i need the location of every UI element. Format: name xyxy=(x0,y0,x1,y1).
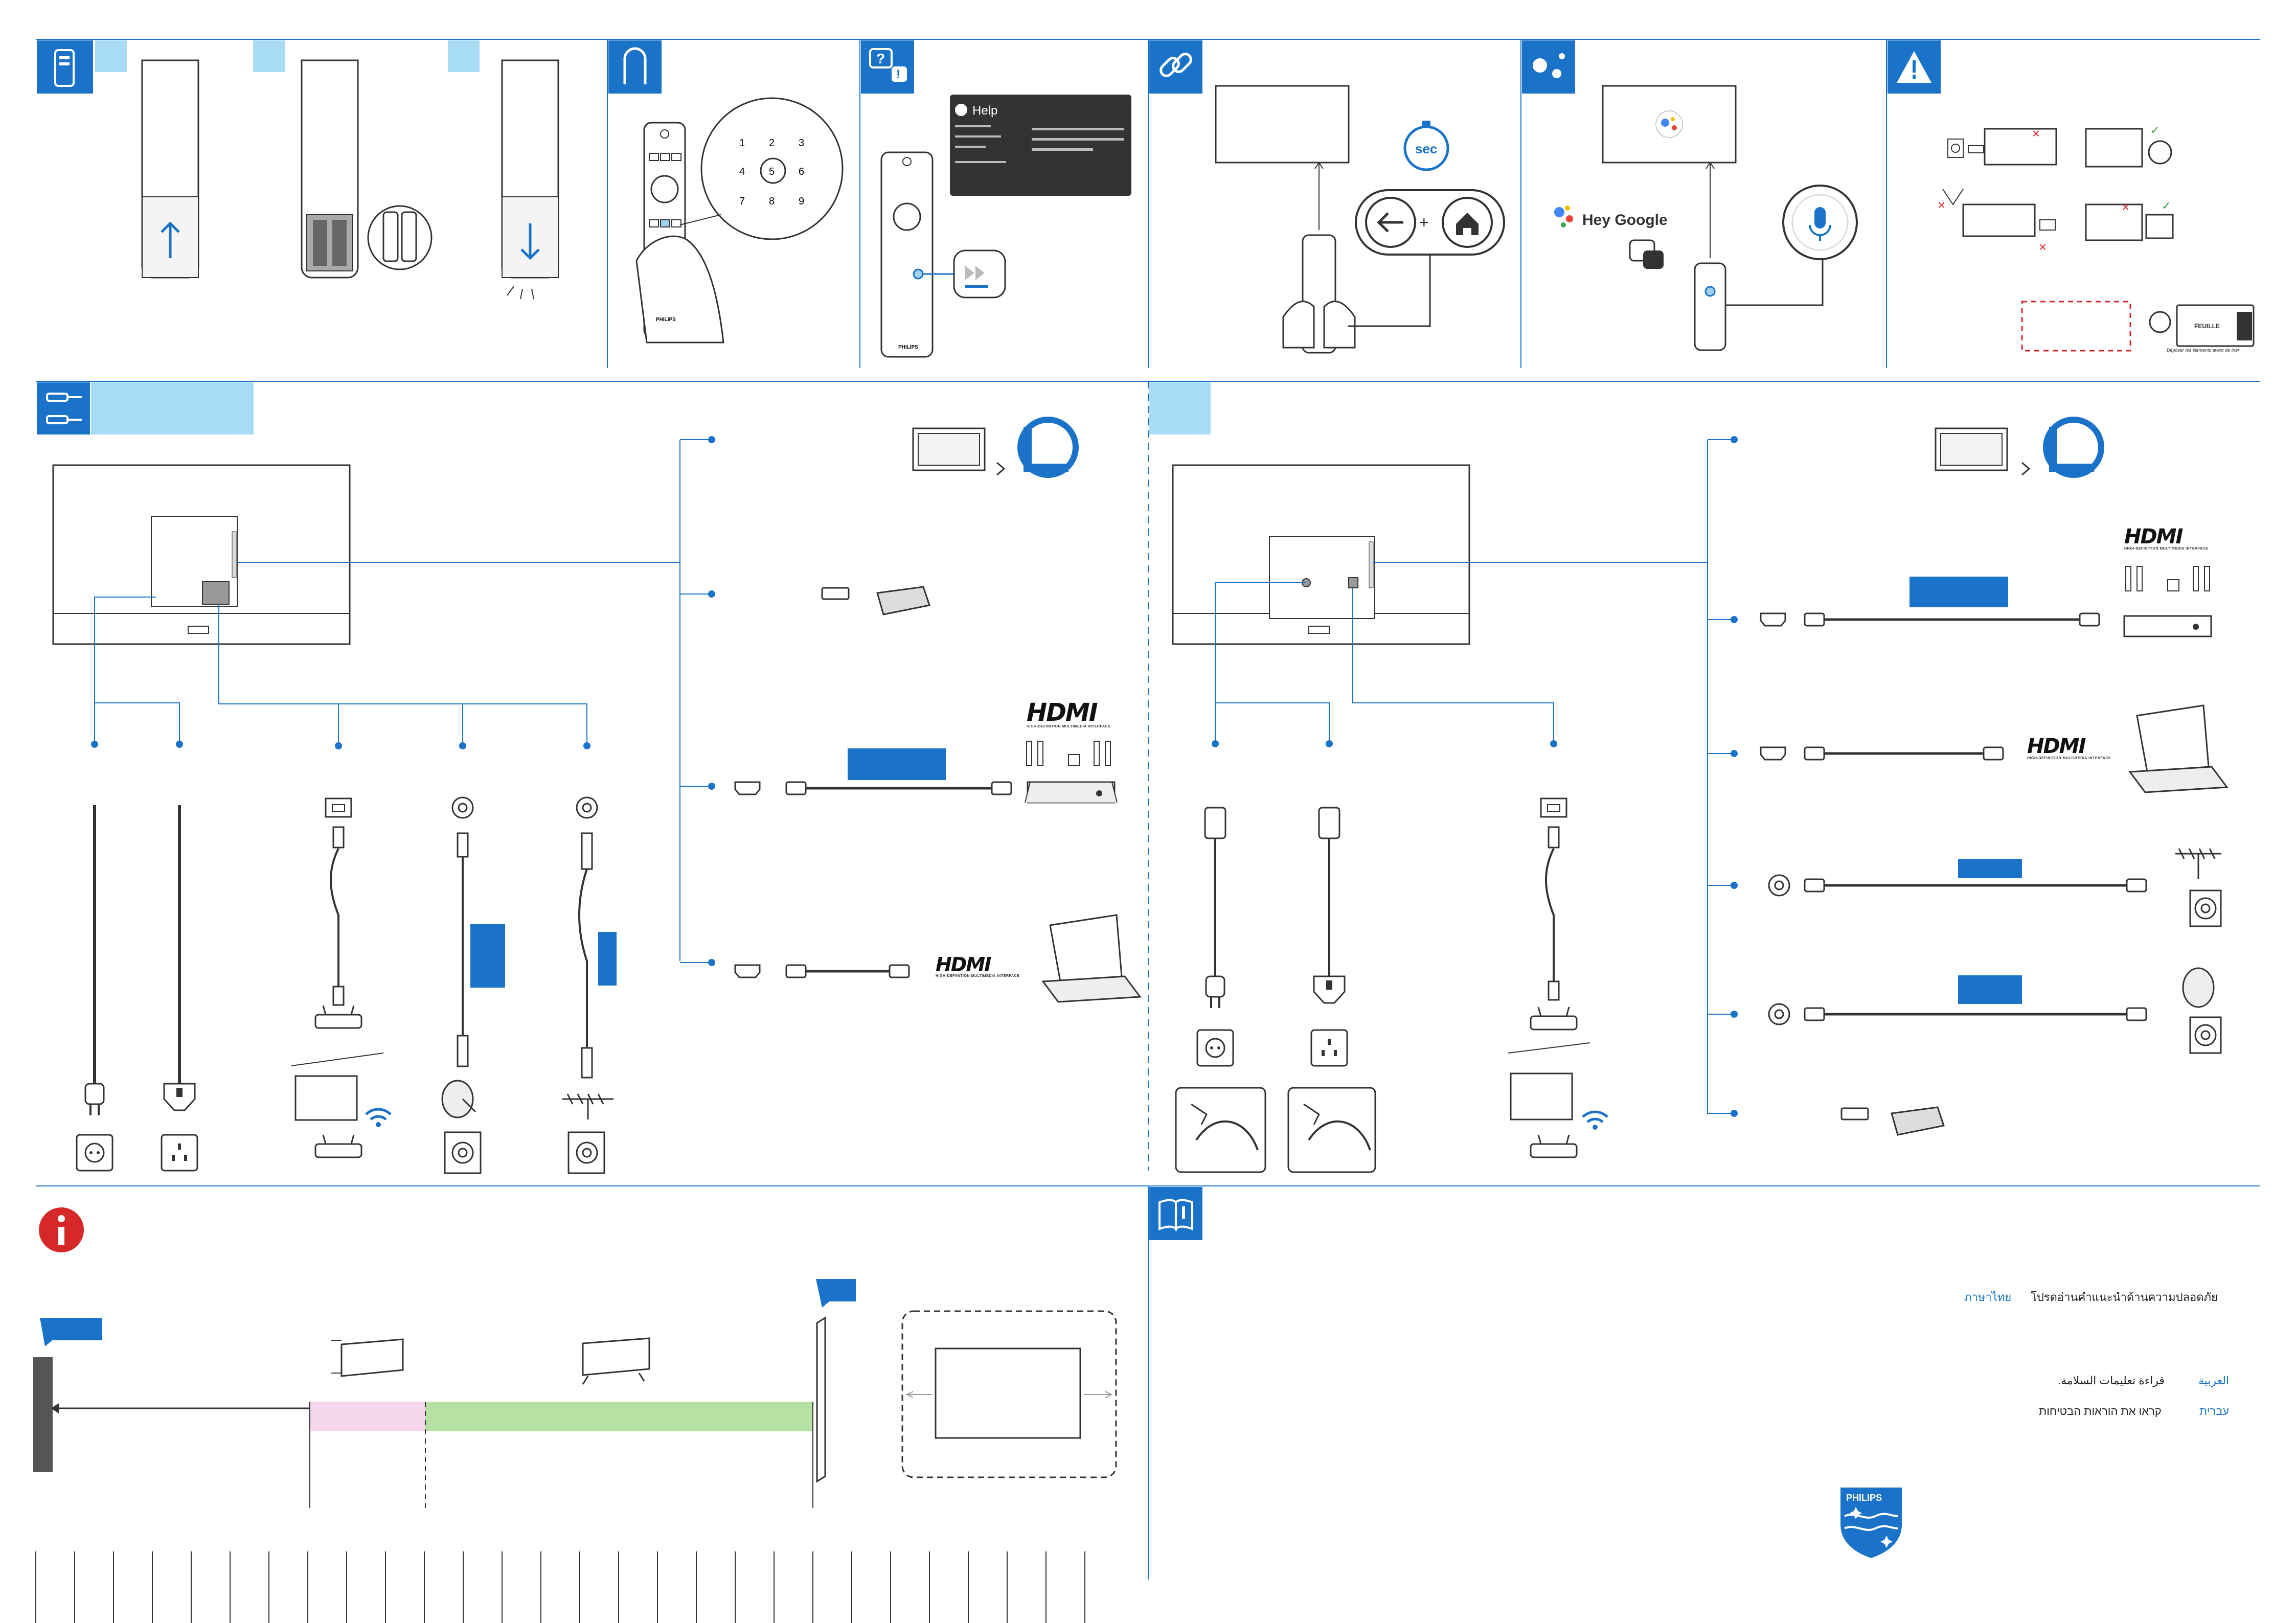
svg-text:✓: ✓ xyxy=(2162,200,2171,213)
assistant-illustration: Hey Google xyxy=(1554,85,1858,351)
help-illustration: Help PHILIPS xyxy=(880,95,1131,358)
hdmi-logo-4: HDMI HIGH-DEFINITION MULTIMEDIA INTERFAC… xyxy=(2027,735,2111,760)
recycle-label: FEUILLE xyxy=(2194,323,2220,330)
ci-module-left xyxy=(912,417,1079,478)
network-cable xyxy=(291,797,391,1158)
warning-icon xyxy=(1888,40,1941,94)
antenna-cable xyxy=(562,796,617,1174)
timer-unit: sec xyxy=(1415,141,1437,156)
recycle-caption: Déposer les éléments avant de trier xyxy=(2167,348,2240,353)
hdmi-arc-right xyxy=(1760,566,2212,637)
power-cable-uk-2 xyxy=(1287,807,1376,1173)
hdmi-logo-3: HDMI HIGH-DEFINITION MULTIMEDIA INTERFAC… xyxy=(2124,525,2209,551)
hdmi-logo-1: HDMI HIGH-DEFINITION MULTIMEDIA INTERFAC… xyxy=(1027,698,1111,728)
svg-text:✓: ✓ xyxy=(2150,124,2159,137)
safety-lang-arabic: العربية xyxy=(2198,1374,2230,1387)
remote-brand-2: PHILIPS xyxy=(898,345,918,350)
pairing-illustration: sec + xyxy=(1215,85,1505,354)
antenna-label-box xyxy=(598,932,617,986)
usb-right xyxy=(1840,1106,1945,1136)
svg-text:×: × xyxy=(1938,197,1945,213)
hey-google-label: Hey Google xyxy=(1582,212,1668,228)
ci-module-right xyxy=(1935,417,2104,478)
power-button-icon xyxy=(608,40,662,94)
assistant-icon xyxy=(1522,40,1575,94)
cables-icon xyxy=(37,382,90,435)
remote-icon xyxy=(37,40,93,94)
usb-left xyxy=(821,586,930,615)
tv-back-right xyxy=(1172,464,1470,645)
safety-text-arabic: قراءة تعليمات السلامة. xyxy=(2058,1374,2165,1387)
satellite-cable xyxy=(441,796,505,1174)
philips-logo-text: PHILIPS xyxy=(1846,1493,1882,1503)
remote-step-2 xyxy=(301,59,433,279)
remote-brand: PHILIPS xyxy=(656,317,676,323)
connection-lines-right xyxy=(1215,439,1734,1114)
philips-logo: PHILIPS xyxy=(1840,1488,1902,1558)
key-5: 5 xyxy=(769,166,775,177)
step-3-tile xyxy=(448,40,480,72)
help-title: Help xyxy=(972,104,997,118)
power-cable-uk xyxy=(161,805,198,1172)
satellite-label-box xyxy=(470,924,505,988)
svg-text:!: ! xyxy=(896,67,900,81)
hdmi-pc-left xyxy=(734,914,1142,1003)
svg-text:×: × xyxy=(2039,239,2047,255)
step-2-tile xyxy=(253,40,285,72)
connections-header-tile-2 xyxy=(1149,382,1211,435)
timer-icon xyxy=(1403,125,1449,171)
network-cable-2 xyxy=(1508,797,1607,1158)
hdmi-pc-right xyxy=(1760,704,2229,793)
safety-text-thai: โปรดอ่านคำแนะนำด้านความปลอดภัย xyxy=(2031,1291,2218,1304)
power-cable-eu xyxy=(76,805,113,1172)
link-icon xyxy=(1149,40,1202,94)
power-cable-eu-2 xyxy=(1175,807,1266,1173)
remote-keypad-illustration: 1 2 3 4 5 6 7 8 9 PHILIPS xyxy=(635,97,844,344)
hdmi-arc-left xyxy=(734,741,1118,804)
placement-diagram xyxy=(33,1279,1117,1508)
key-4: 4 xyxy=(739,166,745,177)
hdmi-arc-label-box xyxy=(848,748,946,780)
connection-dots-right xyxy=(1212,436,1738,1117)
antenna-cable-2 xyxy=(1768,848,2222,927)
info-icon xyxy=(39,1207,84,1252)
safety-lang-hebrew: עברית xyxy=(2199,1405,2230,1418)
key-8: 8 xyxy=(769,196,775,207)
key-7: 7 xyxy=(739,196,745,207)
key-6: 6 xyxy=(799,166,804,177)
top-frames xyxy=(36,39,2260,1580)
hdmi-logo-2: HDMI HIGH-DEFINITION MULTIMEDIA INTERFAC… xyxy=(936,953,1020,978)
cutoff-lines xyxy=(35,1551,1085,1623)
remote-step-1 xyxy=(141,59,199,279)
hdmi-arc-label-box-2 xyxy=(1909,577,2008,607)
remote-step-3 xyxy=(501,59,559,300)
connection-dots-left xyxy=(91,436,715,966)
key-2: 2 xyxy=(769,138,775,149)
book-icon xyxy=(1149,1187,1202,1240)
key-1: 1 xyxy=(739,138,745,149)
step-1-tile xyxy=(95,40,127,72)
safety-text-hebrew: קראו את הוראות הבטיחות xyxy=(2039,1405,2162,1418)
warnings-illustration: × ✓ × × × ✓ FEUILLE Déposer les éléments… xyxy=(1938,124,2255,353)
tv-back-left xyxy=(52,464,351,645)
satellite-cable-2 xyxy=(1768,967,2222,1054)
key-3: 3 xyxy=(799,138,804,149)
connections-header-tile xyxy=(91,382,254,435)
svg-text:×: × xyxy=(2122,199,2129,215)
svg-text:?: ? xyxy=(876,51,885,66)
safety-lang-thai: ภาษาไทย xyxy=(1964,1291,2012,1304)
svg-text:×: × xyxy=(2032,126,2040,141)
key-9: 9 xyxy=(799,196,804,207)
satellite-label-box-2 xyxy=(1958,975,2022,1004)
recycling-box xyxy=(2021,301,2131,352)
question-icon: ? ! xyxy=(861,40,914,94)
connection-lines-left xyxy=(94,439,712,963)
antenna-label-box-2 xyxy=(1958,859,2022,878)
svg-text:+: + xyxy=(1419,213,1429,232)
